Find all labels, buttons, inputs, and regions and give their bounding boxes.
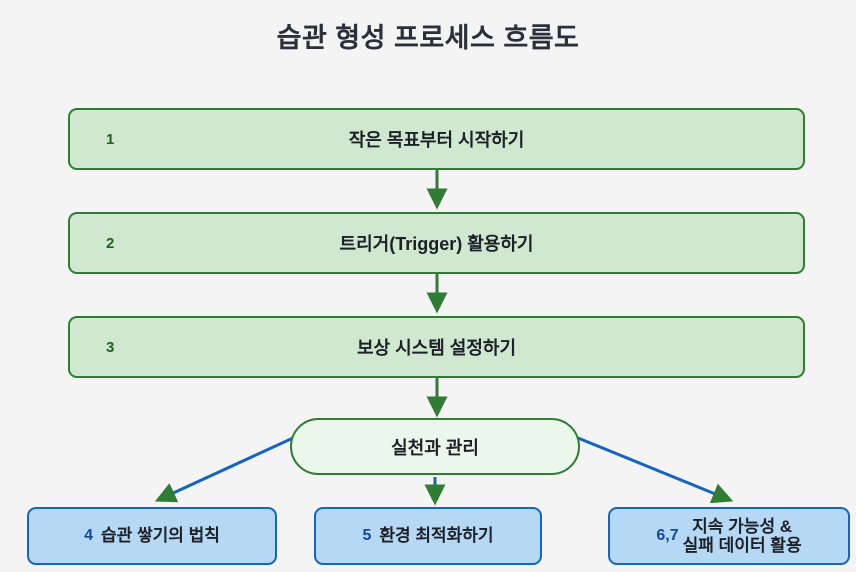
outcome-label-5: 환경 최적화하기 bbox=[379, 526, 494, 546]
outcome-node-4[interactable]: 4 습관 쌓기의 법칙 bbox=[27, 507, 277, 565]
outcome-label-4: 습관 쌓기의 법칙 bbox=[100, 526, 220, 546]
central-node-label: 실천과 관리 bbox=[391, 437, 479, 458]
step-label-2: 트리거(Trigger) 활용하기 bbox=[339, 234, 534, 254]
outcome-node-67[interactable]: 6,7 지속 가능성 & 실패 데이터 활용 bbox=[608, 507, 850, 565]
step-node-1[interactable]: 1 작은 목표부터 시작하기 bbox=[68, 108, 805, 170]
page-title: 습관 형성 프로세스 흐름도 bbox=[276, 23, 580, 53]
connector-central-outcome67 bbox=[577, 436, 734, 504]
connector-central-outcome4 bbox=[154, 436, 294, 503]
outcome-number-67: 6,7 bbox=[656, 527, 679, 544]
step-number-2: 2 bbox=[106, 234, 115, 252]
step-node-3[interactable]: 3 보상 시스템 설정하기 bbox=[68, 316, 805, 378]
outcome-number-4: 4 bbox=[84, 527, 93, 544]
outcome-label-67-line2: 실패 데이터 활용 bbox=[682, 536, 802, 555]
step-label-1: 작은 목표부터 시작하기 bbox=[348, 130, 525, 150]
step-number-1: 1 bbox=[106, 130, 115, 148]
outcome-label-67-line1: 지속 가능성 & bbox=[692, 516, 793, 536]
step-label-3: 보상 시스템 설정하기 bbox=[356, 338, 517, 358]
outcome-label-67: 지속 가능성 & 실패 데이터 활용 bbox=[683, 517, 802, 555]
outcome-number-5: 5 bbox=[362, 527, 372, 544]
step-number-3: 3 bbox=[106, 338, 115, 356]
outcome-node-5[interactable]: 5 환경 최적화하기 bbox=[314, 507, 542, 565]
central-node-practice-management[interactable]: 실천과 관리 bbox=[290, 418, 580, 475]
step-node-2[interactable]: 2 트리거(Trigger) 활용하기 bbox=[68, 212, 805, 274]
